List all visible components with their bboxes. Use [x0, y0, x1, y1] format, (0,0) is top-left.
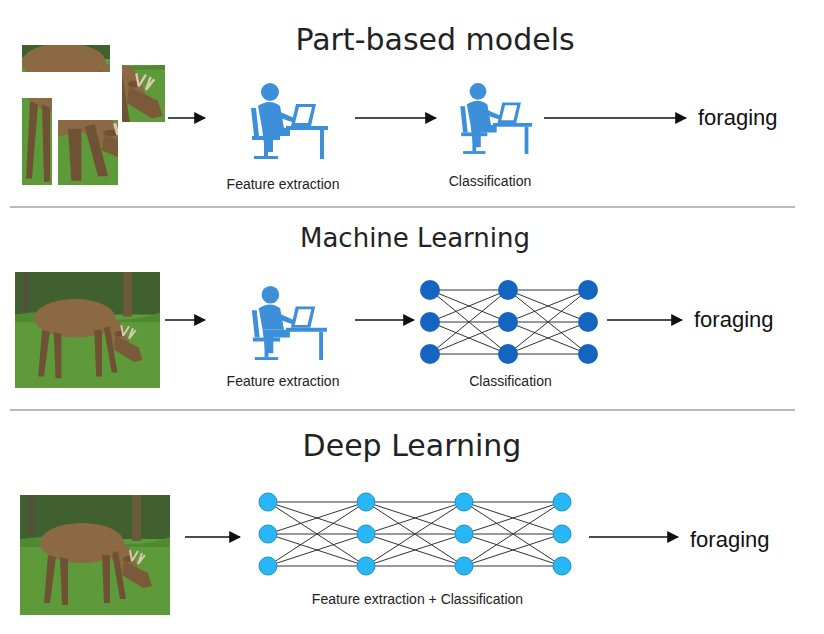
- panel-heading: Deep Learning: [303, 428, 522, 463]
- flow-arrow: [607, 319, 682, 321]
- output-label: foraging: [694, 307, 774, 333]
- process-step: Classification: [418, 278, 603, 390]
- flow-arrow: [589, 536, 678, 538]
- output-label-box: foraging: [682, 520, 792, 560]
- process-step: Feature extraction: [215, 75, 351, 193]
- process-step: Classification: [440, 75, 540, 190]
- panel-band: Deep LearningFeature extraction + Classi…: [0, 410, 824, 634]
- step-caption: Feature extraction + Classification: [312, 590, 523, 608]
- flow-arrow: [355, 319, 414, 321]
- step-caption: Classification: [449, 172, 531, 190]
- process-step: Feature extraction: [215, 280, 351, 390]
- step-caption: Feature extraction: [227, 175, 340, 193]
- output-label: foraging: [698, 105, 778, 131]
- panel-band: Part-based modelsFeature extraction Class…: [0, 0, 824, 207]
- step-caption: Feature extraction: [227, 372, 340, 390]
- panel-band: Machine LearningFeature extraction Classi…: [0, 207, 824, 410]
- output-label-box: foraging: [686, 300, 796, 340]
- output-label-box: foraging: [690, 98, 800, 138]
- process-step: Feature extraction + Classification: [250, 488, 585, 608]
- output-label: foraging: [690, 527, 770, 553]
- panel-heading: Part-based models: [295, 22, 574, 57]
- flow-arrow: [355, 117, 436, 119]
- flow-arrow: [544, 117, 686, 119]
- panel-heading: Machine Learning: [300, 223, 530, 253]
- step-caption: Classification: [469, 372, 551, 390]
